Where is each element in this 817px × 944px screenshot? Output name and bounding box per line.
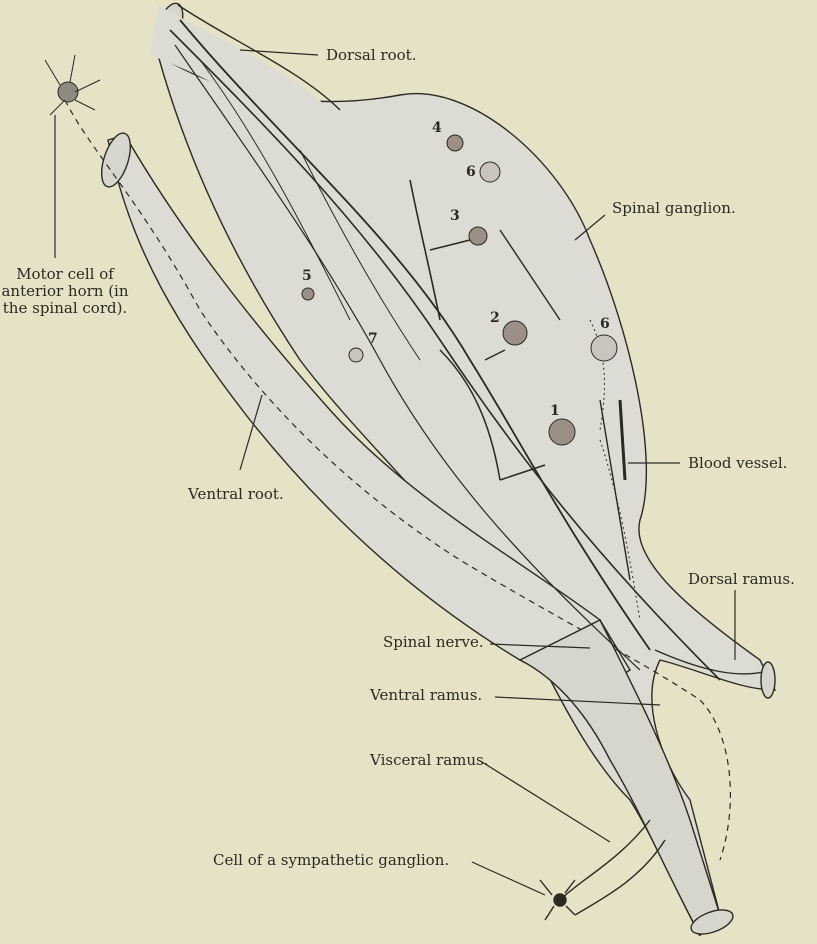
cell-number-6b: 6 [600, 316, 610, 332]
motor-cell-icon [45, 55, 100, 115]
cell-number-1: 1 [550, 403, 560, 419]
label-ventral-root: Ventral root. [188, 486, 284, 503]
label-dorsal-ramus: Dorsal ramus. [688, 571, 795, 588]
label-motor-cell-line1: Motor cell of [0, 266, 130, 283]
cell-1 [549, 419, 575, 445]
label-ventral-ramus: Ventral ramus. [370, 687, 482, 704]
sympathetic-cell-icon [540, 880, 575, 920]
label-motor-cell-line2: anterior horn (in [0, 283, 130, 300]
label-motor-cell-line3: the spinal cord). [0, 300, 130, 317]
label-motor-cell: Motor cell of anterior horn (in the spin… [0, 266, 130, 317]
cell-7 [349, 348, 363, 362]
label-spinal-ganglion: Spinal ganglion. [612, 200, 736, 217]
label-dorsal-root: Dorsal root. [326, 47, 416, 64]
cell-number-2: 2 [490, 310, 500, 326]
cell-number-4: 4 [432, 120, 442, 136]
label-spinal-nerve: Spinal nerve. [383, 634, 484, 651]
dorsal-ramus-end [761, 662, 775, 698]
cell-number-7: 7 [368, 331, 378, 347]
label-sympathetic-cell: Cell of a sympathetic ganglion. [213, 852, 449, 869]
cell-4 [447, 135, 463, 151]
cell-3 [469, 227, 487, 245]
cell-6a [480, 162, 500, 182]
cell-number-3: 3 [450, 208, 460, 224]
cell-number-5: 5 [302, 268, 312, 284]
label-visceral-ramus: Visceral ramus. [370, 752, 488, 769]
cell-2 [503, 321, 527, 345]
cell-6b [591, 335, 617, 361]
visceral-ramus-branch [560, 820, 650, 900]
cell-number-6a: 6 [466, 164, 476, 180]
cell-5 [302, 288, 314, 300]
label-blood-vessel: Blood vessel. [688, 455, 787, 472]
